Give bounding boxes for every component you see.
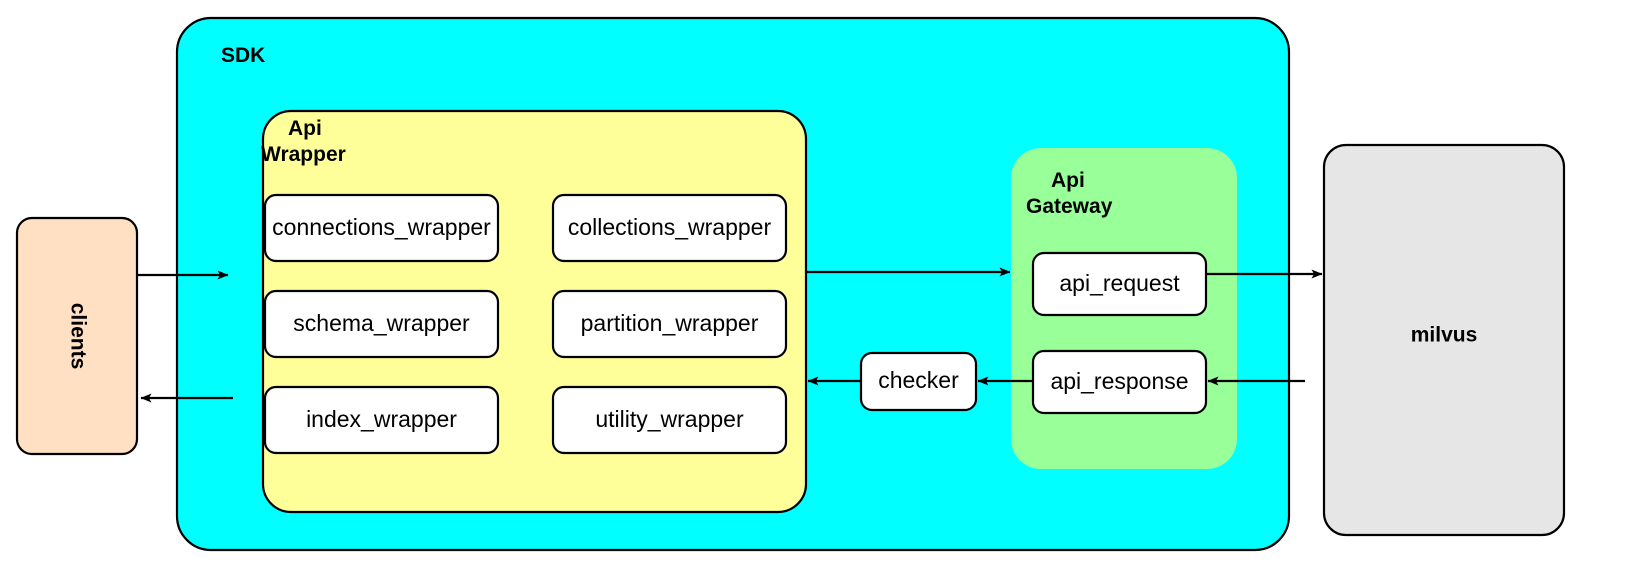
wrapper-module-schema-wrapper[interactable]: schema_wrapper: [263, 289, 500, 359]
api-gateway-label-line1: Api: [1051, 169, 1085, 192]
wrapper-module-utility-wrapper[interactable]: utility_wrapper: [551, 385, 788, 455]
clients-box: [15, 216, 139, 456]
partition-wrapper-box: [551, 289, 788, 359]
sdk-label: SDK: [221, 44, 265, 67]
api-gateway-label-line2: Gateway: [1026, 195, 1113, 218]
collections-wrapper-label: collections_wrapper: [568, 214, 772, 240]
api-request-box: [1031, 251, 1208, 317]
index-wrapper-box: [263, 385, 500, 455]
utility-wrapper-box: [551, 385, 788, 455]
schema-wrapper-label: schema_wrapper: [293, 310, 470, 336]
index-wrapper-label: index_wrapper: [306, 406, 457, 432]
connections-wrapper-label: connections_wrapper: [272, 214, 491, 240]
schema-wrapper-box: [263, 289, 500, 359]
api-request-label: api_request: [1059, 270, 1180, 296]
node-checker[interactable]: checker: [859, 351, 978, 412]
checker-box: [859, 351, 978, 412]
utility-wrapper-label: utility_wrapper: [595, 406, 744, 432]
gateway-module-api-request[interactable]: api_request: [1031, 251, 1208, 317]
wrapper-module-index-wrapper[interactable]: index_wrapper: [263, 385, 500, 455]
connections-wrapper-box: [263, 193, 500, 263]
node-clients[interactable]: clients: [15, 216, 139, 456]
milvus-box: [1322, 143, 1566, 537]
wrapper-module-partition-wrapper[interactable]: partition_wrapper: [551, 289, 788, 359]
clients-label: clients: [66, 303, 89, 370]
collections-wrapper-box: [551, 193, 788, 263]
wrapper-module-collections-wrapper[interactable]: collections_wrapper: [551, 193, 788, 263]
partition-wrapper-label: partition_wrapper: [581, 310, 759, 336]
api-wrapper-label-line1: Api: [288, 117, 322, 140]
api-response-label: api_response: [1050, 368, 1188, 394]
api-wrapper-label-line2: Wrapper: [261, 143, 346, 166]
milvus-label: milvus: [1411, 324, 1478, 347]
wrapper-module-connections-wrapper[interactable]: connections_wrapper: [263, 193, 500, 263]
checker-label: checker: [878, 367, 959, 393]
node-milvus[interactable]: milvus: [1322, 143, 1566, 537]
api-response-box: [1031, 349, 1208, 415]
gateway-module-api-response[interactable]: api_response: [1031, 349, 1208, 415]
